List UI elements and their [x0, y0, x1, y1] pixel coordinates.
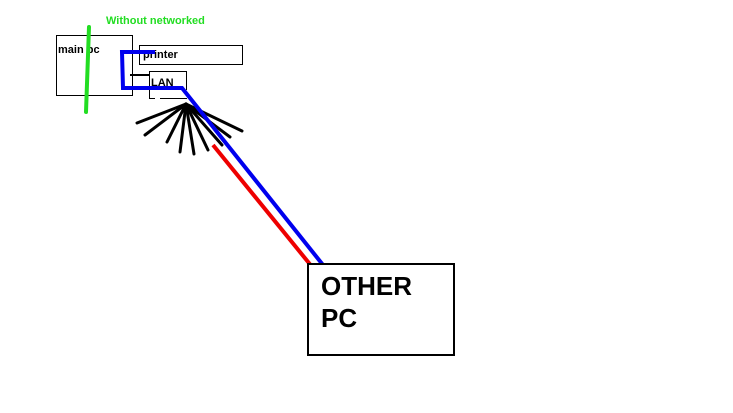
diagram-title: Without networked: [106, 15, 205, 27]
lan-box: LAN: [149, 71, 187, 99]
blue-cable: [119, 50, 325, 267]
other-pc-box: OTHER PC: [307, 263, 455, 356]
other-pc-label-line2: PC: [321, 303, 357, 333]
green-strike-line: [84, 25, 91, 114]
other-pc-label-line1: OTHER: [321, 271, 412, 301]
main-pc-label: main pc: [58, 44, 100, 56]
printer-box: printer: [139, 45, 243, 65]
red-cable: [211, 143, 315, 270]
